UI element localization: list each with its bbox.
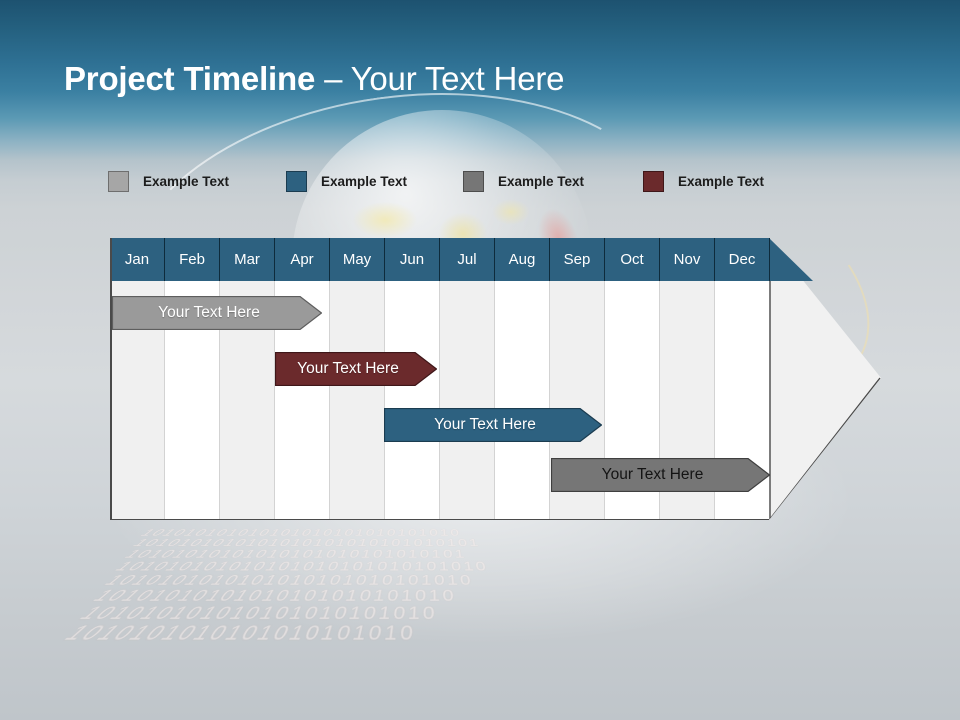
month-header-feb[interactable]: Feb — [165, 238, 220, 281]
month-header-jan[interactable]: Jan — [110, 238, 165, 281]
month-header-dec[interactable]: Dec — [715, 238, 770, 281]
month-header-row: JanFebMarAprMayJunJulAugSepOctNovDec — [110, 238, 769, 281]
month-header-nov[interactable]: Nov — [660, 238, 715, 281]
month-header-jul[interactable]: Jul — [440, 238, 495, 281]
month-header-sep[interactable]: Sep — [550, 238, 605, 281]
timeline-arrow-head-header-cap — [769, 238, 881, 281]
task-bar-label-4: Your Text Here — [551, 466, 770, 484]
month-header-oct[interactable]: Oct — [605, 238, 660, 281]
month-header-aug[interactable]: Aug — [495, 238, 550, 281]
timeline-arrow-head — [769, 238, 881, 520]
month-header-jun[interactable]: Jun — [385, 238, 440, 281]
task-bar-label-3: Your Text Here — [384, 416, 602, 434]
task-bar-3[interactable]: Your Text Here — [384, 408, 602, 442]
month-header-apr[interactable]: Apr — [275, 238, 330, 281]
task-bar-1[interactable]: Your Text Here — [112, 296, 322, 330]
task-bar-label-2: Your Text Here — [275, 360, 437, 378]
task-bar-4[interactable]: Your Text Here — [551, 458, 770, 492]
month-header-may[interactable]: May — [330, 238, 385, 281]
task-bar-2[interactable]: Your Text Here — [275, 352, 437, 386]
month-header-mar[interactable]: Mar — [220, 238, 275, 281]
task-bar-label-1: Your Text Here — [112, 304, 322, 322]
